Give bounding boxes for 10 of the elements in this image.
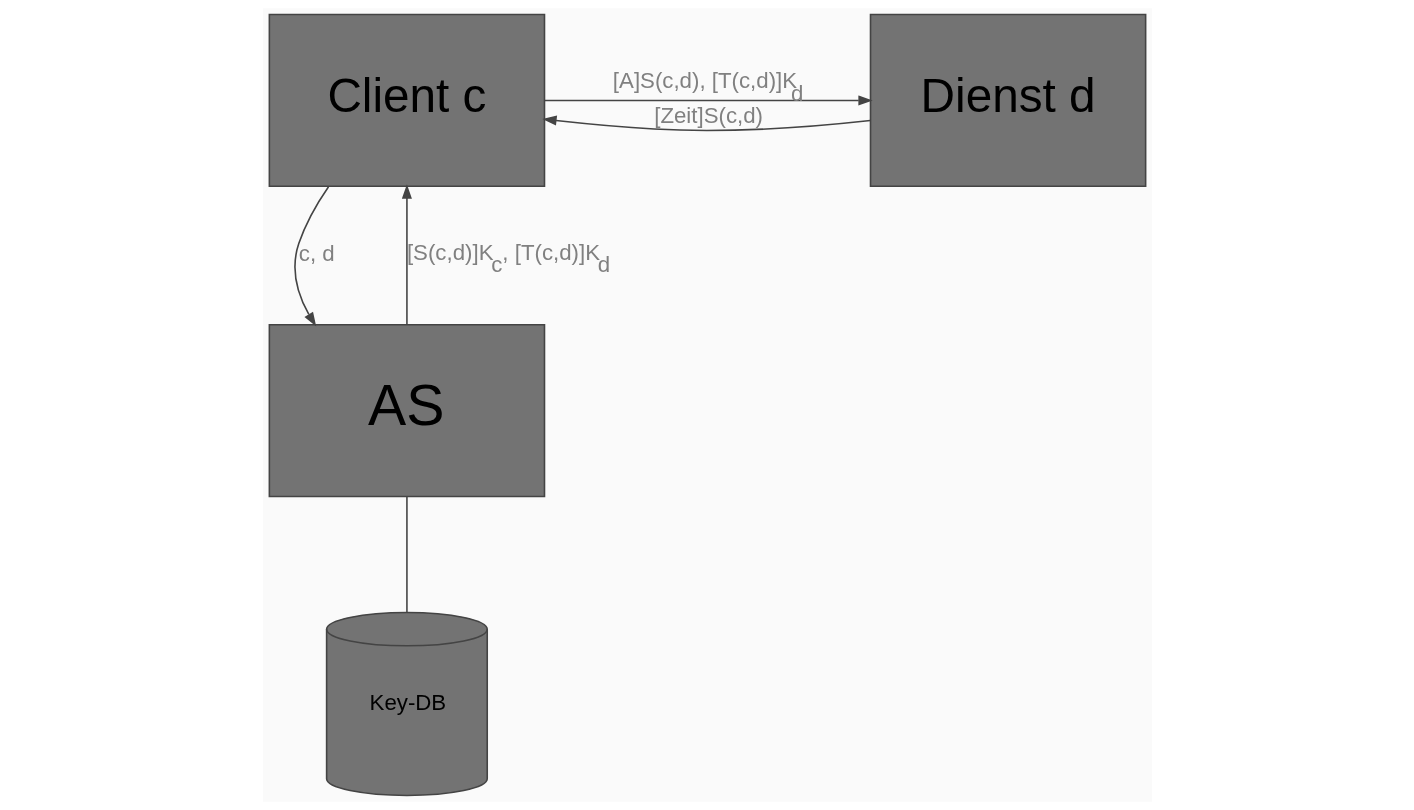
edge-label: c, d <box>298 241 335 267</box>
node-box: Dienst d <box>869 13 1146 188</box>
node-box: AS <box>268 323 545 498</box>
node-box: Client c <box>268 13 545 188</box>
arrow <box>401 184 412 326</box>
arrow <box>293 185 329 327</box>
edge-label: [Zeit]S(c,d) <box>653 103 763 129</box>
arrow <box>541 115 871 132</box>
connector <box>405 496 408 614</box>
arrow <box>543 95 873 106</box>
